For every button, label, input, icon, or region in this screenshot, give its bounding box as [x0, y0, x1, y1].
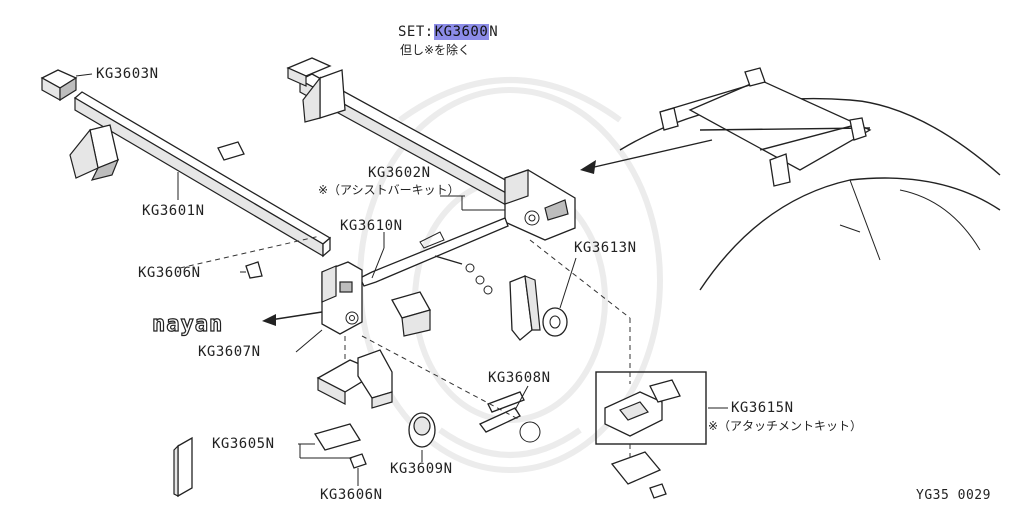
- assist-bar: [359, 217, 509, 287]
- set-label: SET:KG3600N: [398, 24, 498, 40]
- label-kg3605n: KG3605N: [212, 436, 275, 452]
- label-kg3602n: KG3602N: [368, 165, 431, 181]
- brand-logo: nayan: [151, 311, 224, 337]
- label-kg3615n-note: ※（アタッチメントキット）: [708, 419, 863, 433]
- left-crossbar: [73, 91, 332, 258]
- leader-lines: [75, 73, 728, 486]
- sticker-attachment: [610, 451, 662, 485]
- label-kg3613n: KG3613N: [574, 240, 637, 256]
- label-kg3606n-top: KG3606N: [138, 265, 201, 281]
- lock-cap: [408, 412, 436, 448]
- lock-cylinder: [542, 307, 568, 337]
- set-code-highlight[interactable]: KG3600: [433, 24, 490, 40]
- key-set: [478, 391, 541, 443]
- hook-clamp: [509, 275, 541, 341]
- clamp-bracket-left: [321, 261, 363, 335]
- rubber-pad: [391, 291, 431, 337]
- sticker-kg3606-top: [245, 261, 263, 279]
- upper-foot: [302, 69, 346, 123]
- label-kg3606n-bottom: KG3606N: [320, 487, 383, 503]
- car-illustration: [619, 67, 1001, 291]
- sticker-kg3605: [313, 423, 362, 451]
- left-rail-foot: [69, 124, 120, 181]
- sticker-attachment-small: [649, 483, 667, 499]
- diagram-code: YG35 0029: [916, 488, 991, 503]
- label-kg3610n: KG3610N: [340, 218, 403, 234]
- set-code-suffix: N: [489, 24, 499, 40]
- label-kg3607n: KG3607N: [198, 344, 261, 360]
- label-kg3608n: KG3608N: [488, 370, 551, 386]
- label-kg3615n: KG3615N: [731, 400, 794, 416]
- assembly-dashed-lines: [179, 235, 631, 460]
- label-kg3609n: KG3609N: [390, 461, 453, 477]
- label-kg3603n: KG3603N: [96, 66, 159, 82]
- sticker-upper: [217, 141, 245, 161]
- end-cap-top-right: [286, 57, 332, 87]
- foot-clamp-lower: [316, 349, 393, 409]
- clamp-bracket-right: [504, 169, 576, 241]
- set-prefix: SET:: [398, 24, 434, 40]
- attachment-kit-frame: [595, 371, 707, 445]
- direction-arrows: [262, 139, 713, 326]
- sticker-kg3606-bottom: [349, 453, 367, 469]
- attachment-kit-parts: [604, 379, 681, 437]
- side-plate: [173, 436, 193, 498]
- label-kg3602n-note: ※（アシストバーキット）: [318, 183, 460, 197]
- end-cap-top-left: [40, 69, 78, 102]
- bolt-washers: [434, 255, 493, 295]
- set-note: 但し※を除く: [400, 43, 471, 57]
- label-kg3601n: KG3601N: [142, 203, 205, 219]
